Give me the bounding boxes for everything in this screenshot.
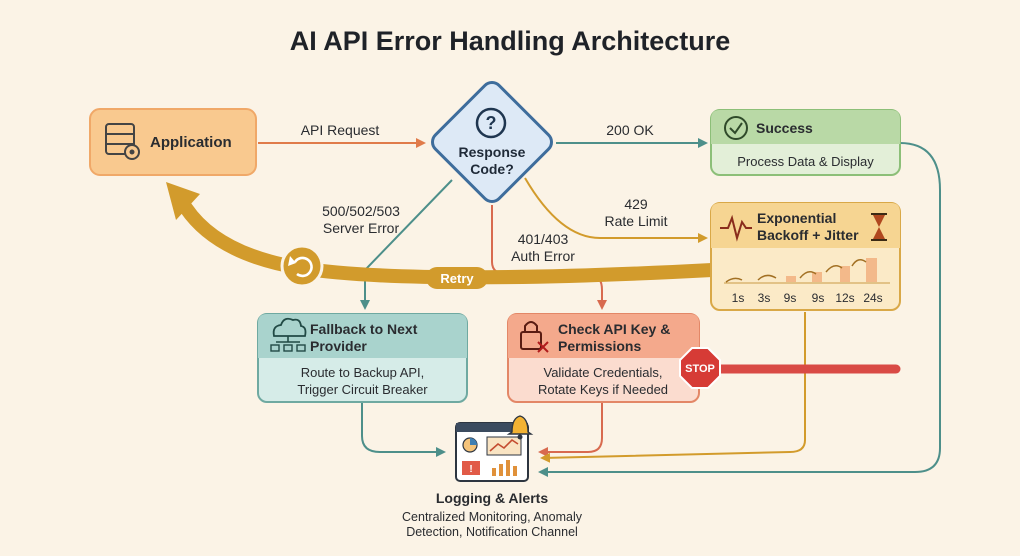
application-label: Application xyxy=(150,134,232,151)
backoff-timeline-chart xyxy=(724,258,890,284)
backoff-timeline-label: 9s xyxy=(783,291,797,305)
retry-arrowhead xyxy=(166,182,200,220)
fallback-title-line2: Provider xyxy=(310,338,367,354)
edge-label-server-error: 500/502/503 Server Error xyxy=(300,203,422,237)
edge-label-4xx: 401/403 xyxy=(517,231,569,247)
backoff-timeline-label: 24s xyxy=(863,291,883,305)
retry-label: Retry xyxy=(440,271,474,286)
backoff-timeline-label: 1s xyxy=(731,291,745,305)
success-node[interactable] xyxy=(710,109,901,176)
backoff-title-line1: Exponential xyxy=(757,210,837,226)
response-code-label: Response Code? xyxy=(442,144,542,178)
backoff-timeline-label: 9s xyxy=(811,291,825,305)
check-key-title-line2: Permissions xyxy=(558,338,642,354)
edge-backoff-to-logging xyxy=(540,312,806,463)
fallback-text: Route to Backup API, Trigger Circuit Bre… xyxy=(258,364,467,398)
retry-pill xyxy=(426,267,488,289)
server-gear-icon xyxy=(105,123,140,160)
edge-success-to-logging xyxy=(538,142,941,477)
backoff-timeline-label: 12s xyxy=(835,291,855,305)
success-title: Success xyxy=(756,120,813,136)
lock-x-icon xyxy=(520,321,549,353)
edge-label-server-error-text: Server Error xyxy=(322,220,400,236)
check-key-title: Check API Key & Permissions xyxy=(558,321,670,355)
success-text: Process Data & Display xyxy=(737,154,874,169)
pulse-icon xyxy=(720,214,752,242)
edge-label-rate-limit: 429 Rate Limit xyxy=(586,196,686,230)
logging-text: Centralized Monitoring, Anomaly Detectio… xyxy=(372,510,612,540)
check-key-node[interactable] xyxy=(507,313,700,403)
fallback-title-line1: Fallback to Next xyxy=(310,321,418,337)
fallback-text-line1: Route to Backup API, xyxy=(300,365,425,380)
response-code-node[interactable] xyxy=(428,78,555,205)
fallback-node[interactable] xyxy=(257,313,468,403)
edge-checkkey-to-logging xyxy=(538,402,603,457)
response-code-line2: Code? xyxy=(470,161,514,177)
logging-title: Logging & Alerts xyxy=(435,490,549,506)
svg-text:!: ! xyxy=(469,464,472,475)
retry-arrow xyxy=(179,201,719,285)
logging-text-line2: Detection, Notification Channel xyxy=(406,525,578,539)
check-key-text-line2: Rotate Keys if Needed xyxy=(537,382,669,397)
check-key-text-line1: Validate Credentials, xyxy=(543,365,663,380)
logging-text-line1: Centralized Monitoring, Anomaly xyxy=(402,510,582,524)
fallback-title: Fallback to Next Provider xyxy=(310,321,417,355)
svg-text:?: ? xyxy=(486,113,497,133)
edge-label-auth-error-text: Auth Error xyxy=(511,248,575,264)
hourglass-icon xyxy=(871,213,887,241)
edge-label-5xx: 500/502/503 xyxy=(322,203,400,219)
stop-label: STOP xyxy=(685,363,715,375)
diagram-title: AI API Error Handling Architecture xyxy=(289,26,731,56)
backoff-timeline-label: 3s xyxy=(757,291,771,305)
check-key-title-line1: Check API Key & xyxy=(558,321,671,337)
checkmark-icon xyxy=(724,116,748,140)
edge-label-200-ok: 200 OK xyxy=(606,122,654,138)
backoff-title: Exponential Backoff + Jitter xyxy=(757,210,859,244)
edge-fallback-to-logging xyxy=(361,402,446,457)
backoff-title-line2: Backoff + Jitter xyxy=(757,227,859,243)
edge-label-429: 429 xyxy=(624,196,648,212)
fallback-text-line2: Trigger Circuit Breaker xyxy=(297,382,428,397)
stop-sign-icon xyxy=(679,347,721,389)
check-key-text: Validate Credentials, Rotate Keys if Nee… xyxy=(528,364,678,398)
response-code-line1: Response xyxy=(458,144,526,160)
edge-rate-limit xyxy=(524,177,708,243)
edge-label-auth-error: 401/403 Auth Error xyxy=(500,231,586,265)
dashboard-bell-icon: ! xyxy=(455,415,534,482)
edge-label-rate-limit-text: Rate Limit xyxy=(604,213,668,229)
question-icon: ? xyxy=(475,107,507,139)
retry-icon xyxy=(280,244,324,288)
cloud-network-icon xyxy=(270,317,307,352)
edge-label-api-request: API Request xyxy=(300,122,380,138)
